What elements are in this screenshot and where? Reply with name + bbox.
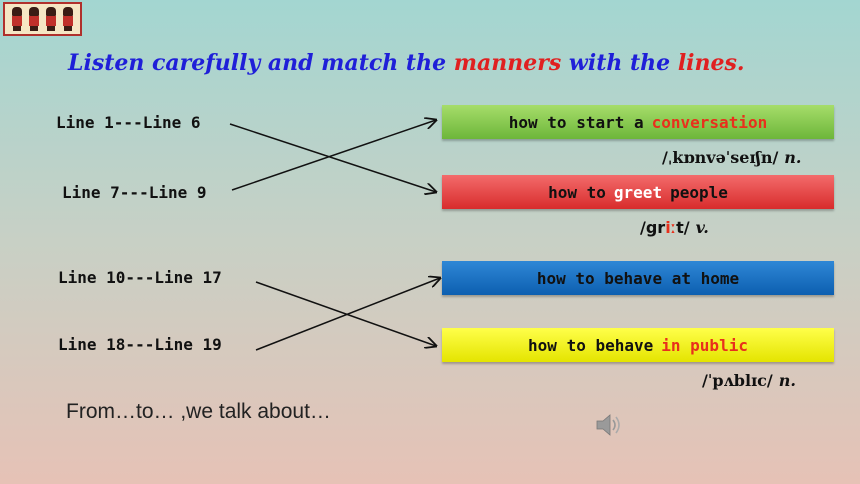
phonetic-greet: /griːt/v. bbox=[640, 218, 709, 237]
line-label-1[interactable]: Line 1---Line 6 bbox=[56, 113, 201, 132]
guard-icon bbox=[62, 7, 74, 31]
manner-highlight: conversation bbox=[651, 112, 768, 132]
phonetic-public: /ˈpʌblɪc/n. bbox=[702, 371, 796, 390]
manner-highlight: greet bbox=[613, 182, 663, 202]
logo-guards bbox=[3, 2, 82, 36]
manner-text: how to behave at home bbox=[536, 268, 740, 288]
manner-text: how to start a bbox=[508, 112, 644, 132]
guard-icon bbox=[11, 7, 23, 31]
manner-highlight: in public bbox=[661, 335, 748, 355]
manner-box-home[interactable]: how to behave at home bbox=[442, 261, 834, 295]
manner-box-conversation[interactable]: how to start a conversation bbox=[442, 105, 834, 139]
manner-text: how to bbox=[548, 182, 606, 202]
line-label-4[interactable]: Line 18---Line 19 bbox=[58, 335, 222, 354]
guard-icon bbox=[45, 7, 57, 31]
match-line-1 bbox=[229, 123, 436, 192]
phonetic-conversation: /ˌkɒnvəˈseɪʃn/n. bbox=[662, 148, 802, 167]
manner-text: how to behave bbox=[528, 335, 654, 355]
manner-text: people bbox=[670, 182, 728, 202]
footer-prompt: From…to… ,we talk about… bbox=[66, 400, 331, 423]
match-line-2 bbox=[231, 120, 436, 191]
manner-box-greet[interactable]: how to greet people bbox=[442, 175, 834, 209]
manner-box-public[interactable]: how to behave in public bbox=[442, 328, 834, 362]
match-line-4 bbox=[255, 278, 440, 351]
line-label-3[interactable]: Line 10---Line 17 bbox=[58, 268, 222, 287]
page-title: Listen carefully and match the manners w… bbox=[68, 50, 745, 76]
line-label-2[interactable]: Line 7---Line 9 bbox=[62, 183, 207, 202]
guard-icon bbox=[28, 7, 40, 31]
speaker-icon[interactable] bbox=[594, 410, 624, 440]
